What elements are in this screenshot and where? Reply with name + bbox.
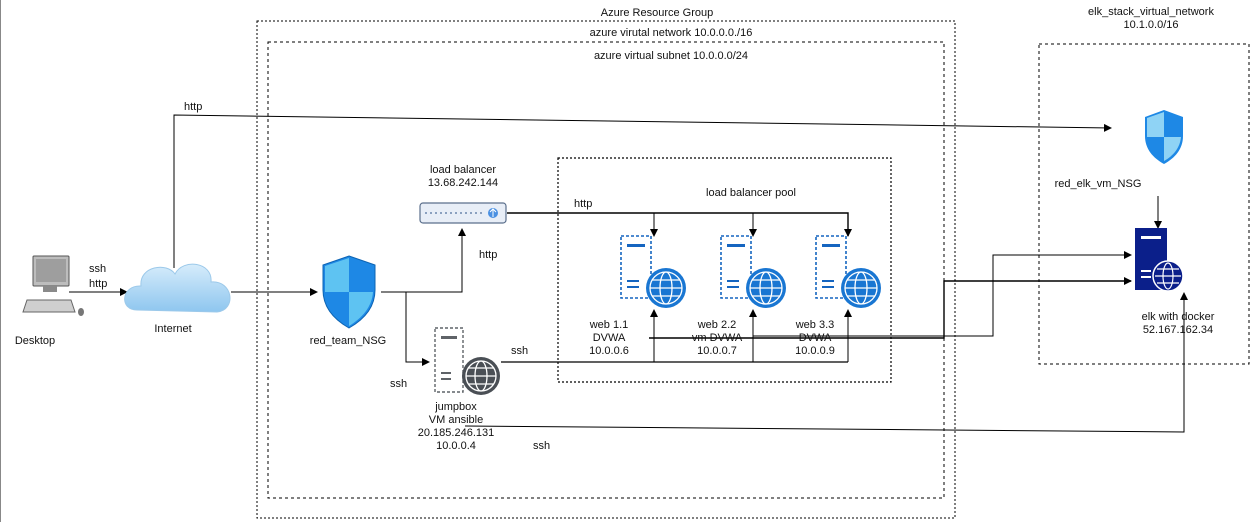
- load-balancer-label-line2: 13.68.242.144: [427, 177, 499, 189]
- elk-vnet-label: elk_stack_virtual_network 10.1.0.0/16: [1061, 6, 1241, 32]
- web1-label-line3: 10.0.0.6: [589, 345, 629, 357]
- web1-label-line1: web 1.1: [589, 319, 629, 331]
- red-team-nsg-shield-icon[interactable]: [322, 255, 376, 329]
- edge-lb-pool: [507, 212, 852, 237]
- jumpbox-label: jumpbox VM ansible 20.185.246.131 10.0.0…: [401, 401, 511, 453]
- vnet-box: [267, 41, 945, 499]
- subnet-label: azure virtual subnet 10.0.0.0/24: [593, 50, 749, 62]
- internet-cloud-icon[interactable]: [124, 263, 231, 313]
- elk-server-icon[interactable]: [1135, 228, 1184, 292]
- edge-jumpbox-elk-ssh: [464, 292, 1188, 433]
- elk-nsg-label: red_elk_vm_NSG: [1054, 178, 1142, 190]
- web3-label-line1: web 3.3: [795, 319, 835, 331]
- lb-pool-label: load balancer pool: [706, 187, 796, 199]
- edge-label-top-http: http: [184, 101, 203, 113]
- edge-label-pool-http: http: [574, 198, 593, 210]
- edge-webs-elk-a: [649, 277, 1132, 339]
- elk-nsg-shield-icon[interactable]: [1145, 110, 1183, 164]
- red-team-nsg-label: red_team_NSG: [309, 335, 387, 347]
- edge-label-desktop-http: http: [89, 278, 108, 290]
- web1-label-line2: DVWA: [592, 332, 626, 344]
- jumpbox-label-line3: 20.185.246.131: [417, 427, 495, 439]
- web1-label: web 1.1 DVWA 10.0.0.6: [569, 319, 649, 358]
- elk-vnet-box: [1038, 43, 1250, 365]
- edge-nsg-jumpbox: [381, 291, 430, 366]
- resource-group-label: Azure Resource Group: [600, 7, 714, 19]
- web2-label-line2: vm DVWA: [691, 332, 743, 344]
- elk-vnet-label-line1: elk_stack_virtual_network: [1088, 6, 1214, 18]
- elk-vnet-label-line2: 10.1.0.0/16: [1123, 19, 1179, 31]
- edge-label-bottom-ssh: ssh: [533, 440, 551, 452]
- elk-label-line1: elk with docker: [1141, 311, 1215, 323]
- desktop-label: Desktop: [14, 335, 56, 347]
- edge-label-desktop-ssh: ssh: [89, 263, 107, 275]
- web2-label: web 2.2 vm DVWA 10.0.0.7: [677, 319, 757, 358]
- edge-label-jumpbox-ssh: ssh: [511, 345, 529, 357]
- connectors: [69, 114, 1188, 433]
- web-servers: [620, 235, 881, 308]
- web2-server-icon[interactable]: [720, 235, 786, 308]
- edge-label-nsg-ssh: ssh: [390, 378, 408, 390]
- load-balancer-icon[interactable]: [419, 202, 507, 224]
- internet-label: Internet: [154, 323, 192, 335]
- web2-label-line3: 10.0.0.7: [697, 345, 737, 357]
- desktop-icon[interactable]: [22, 255, 84, 316]
- edge-nsg-lb: [381, 228, 466, 293]
- web3-label-line3: 10.0.0.9: [795, 345, 835, 357]
- jumpbox-label-line1: jumpbox: [435, 401, 477, 413]
- jumpbox-label-line2: VM ansible: [428, 414, 484, 426]
- elk-label: elk with docker 52.167.162.34: [1123, 311, 1233, 337]
- edge-label-lb-http: http: [479, 249, 498, 261]
- load-balancer-label: load balancer 13.68.242.144: [408, 164, 518, 190]
- web3-label-line2: DVWA: [798, 332, 832, 344]
- web1-server-icon[interactable]: [620, 235, 686, 308]
- web3-server-icon[interactable]: [815, 235, 881, 308]
- elk-label-line2: 52.167.162.34: [1142, 324, 1214, 336]
- edge-webs-elk-b: [753, 251, 1132, 337]
- web2-label-line1: web 2.2: [697, 319, 737, 331]
- web3-label: web 3.3 DVWA 10.0.0.9: [775, 319, 855, 358]
- jumpbox-vm-icon[interactable]: [434, 327, 500, 395]
- resource-group-box: [256, 20, 956, 519]
- edge-internet-elk-nsg-http: [173, 114, 1112, 268]
- jumpbox-label-line4: 10.0.0.4: [436, 440, 476, 452]
- load-balancer-label-line1: load balancer: [429, 164, 497, 176]
- lb-pool-box: [557, 157, 892, 383]
- vnet-label: azure virutal network 10.0.0.0./16: [589, 27, 753, 39]
